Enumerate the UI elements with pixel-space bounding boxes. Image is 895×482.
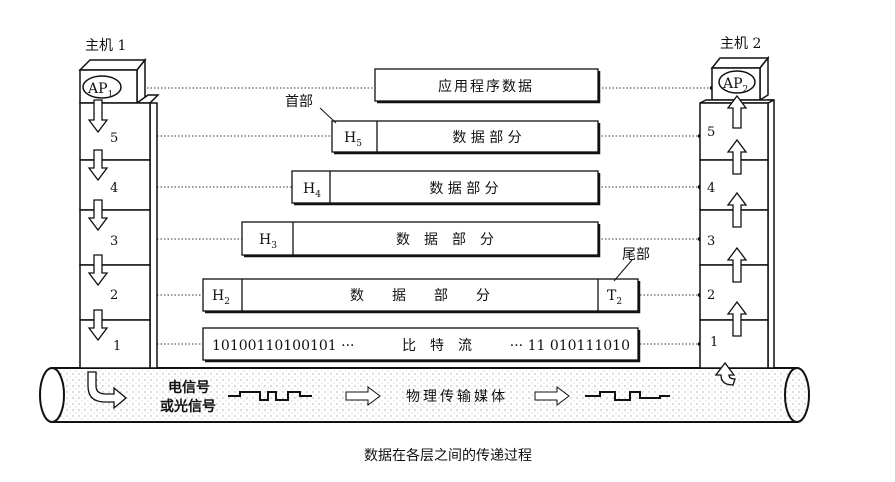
header-letter: H <box>212 288 224 304</box>
bar-shadows <box>205 71 641 363</box>
right-arrow-icon <box>345 386 381 406</box>
data-units <box>202 68 639 361</box>
host2-layer-3-label: 3 <box>707 234 715 249</box>
header-subscript: 2 <box>224 297 230 307</box>
ap-text: AP <box>87 81 108 97</box>
h5-label: H5 <box>344 130 362 149</box>
header-subscript: 3 <box>271 241 277 251</box>
cylinder-right-end <box>784 367 810 423</box>
transmission-medium-cylinder <box>39 367 810 423</box>
trailer-annotation: 尾部 <box>622 247 650 263</box>
host1-layer-1-label: 1 <box>113 339 121 354</box>
header-letter: H <box>344 130 356 146</box>
host1-label: 主机 1 <box>85 38 126 54</box>
host1-ap-ellipse <box>82 75 122 99</box>
down-arrow-icon <box>87 309 109 342</box>
trailer-subscript: 2 <box>616 297 622 307</box>
layer4-data-label: 数 据 部 分 <box>429 181 498 197</box>
layer2-bar <box>202 278 639 312</box>
host2-layer-4-label: 4 <box>707 181 715 196</box>
bitstream-label: 比 特 流 <box>402 338 472 354</box>
curved-arrow-icon <box>87 371 128 410</box>
ap-subscript: 1 <box>108 90 114 100</box>
header-letter: H <box>303 181 315 197</box>
host2-layer-5-label: 5 <box>707 125 715 140</box>
layer5-bar <box>331 120 599 153</box>
up-arrow-icon <box>726 300 748 337</box>
h4-label: H4 <box>303 181 321 200</box>
host2-ap-label: AP2 <box>722 76 748 95</box>
header-subscript: 5 <box>356 139 362 149</box>
trailer-leader-line <box>613 259 633 282</box>
app-data-label: 应用程序数据 <box>438 78 534 95</box>
bitstream-right: ··· 11 010111010 <box>510 338 630 354</box>
host1-down-arrows <box>87 99 128 410</box>
host1-stack <box>78 57 160 369</box>
down-arrow-icon <box>87 99 109 134</box>
h2-label: H2 <box>212 288 230 307</box>
signal-label-line2: 或光信号 <box>160 398 216 415</box>
header-subscript: 4 <box>315 190 321 200</box>
header-leader-line <box>319 107 337 124</box>
host2-ap-box-top <box>710 57 770 69</box>
ap-subscript: 2 <box>743 85 749 95</box>
square-wave <box>228 391 312 401</box>
host1-layer-5 <box>79 102 151 161</box>
bar-shadow <box>205 281 641 314</box>
curved-up-arrow-icon <box>714 361 736 386</box>
layer3-data-label: 数 据 部 分 <box>396 232 494 248</box>
host2-up-arrows <box>714 94 748 386</box>
bar-shadow <box>294 173 601 206</box>
up-arrow-icon <box>726 246 748 283</box>
header-annotation: 首部 <box>285 94 313 110</box>
host2-layer-1-label: 1 <box>710 335 718 350</box>
bar-shadow <box>377 71 601 104</box>
up-arrow-icon <box>726 94 748 129</box>
right-arrow-icon <box>534 386 570 406</box>
host2-stack <box>699 55 775 369</box>
host1-layer-3-label: 3 <box>110 234 118 249</box>
cylinder-left-end <box>39 367 65 423</box>
host1-layer-2-label: 2 <box>110 288 118 303</box>
h3-label: H3 <box>259 232 277 251</box>
up-arrow-icon <box>726 138 748 175</box>
bitstream-left: 10100110100101 ··· <box>212 338 355 354</box>
layer4-bar <box>291 170 599 204</box>
host2-label: 主机 2 <box>720 36 761 52</box>
t2-label: T2 <box>607 288 622 307</box>
signal-waveform-left <box>228 391 312 401</box>
bar-shadow <box>205 330 641 363</box>
layer5-data-label: 数 据 部 分 <box>452 130 521 146</box>
header-letter: H <box>259 232 271 248</box>
bar-shadow <box>334 123 601 155</box>
host2-layer-2-label: 2 <box>707 288 715 303</box>
ap-text: AP <box>722 76 743 92</box>
down-arrow-icon <box>87 199 109 232</box>
down-arrow-icon <box>87 254 109 287</box>
square-wave <box>585 391 670 401</box>
down-arrow-icon <box>87 149 109 182</box>
layer2-data-label: 数 据 部 分 <box>350 288 490 304</box>
host1-ap-label: AP1 <box>87 81 113 100</box>
host2-ap-ellipse <box>718 70 756 94</box>
host1-layer-5-label: 5 <box>110 131 118 146</box>
signal-waveform-right <box>585 391 670 401</box>
medium-label: 物理传输媒体 <box>406 389 508 405</box>
host1-ap-box-top <box>78 59 147 71</box>
bar-shadow <box>244 224 601 258</box>
up-arrow-icon <box>726 191 748 228</box>
host1-layer-4-label: 4 <box>110 181 118 196</box>
signal-label-line1: 电信号 <box>168 379 210 396</box>
host2-stack-side <box>767 99 775 369</box>
trailer-letter: T <box>607 288 617 304</box>
figure-caption: 数据在各层之间的传递过程 <box>364 448 532 464</box>
host1-stack-side <box>149 102 158 369</box>
